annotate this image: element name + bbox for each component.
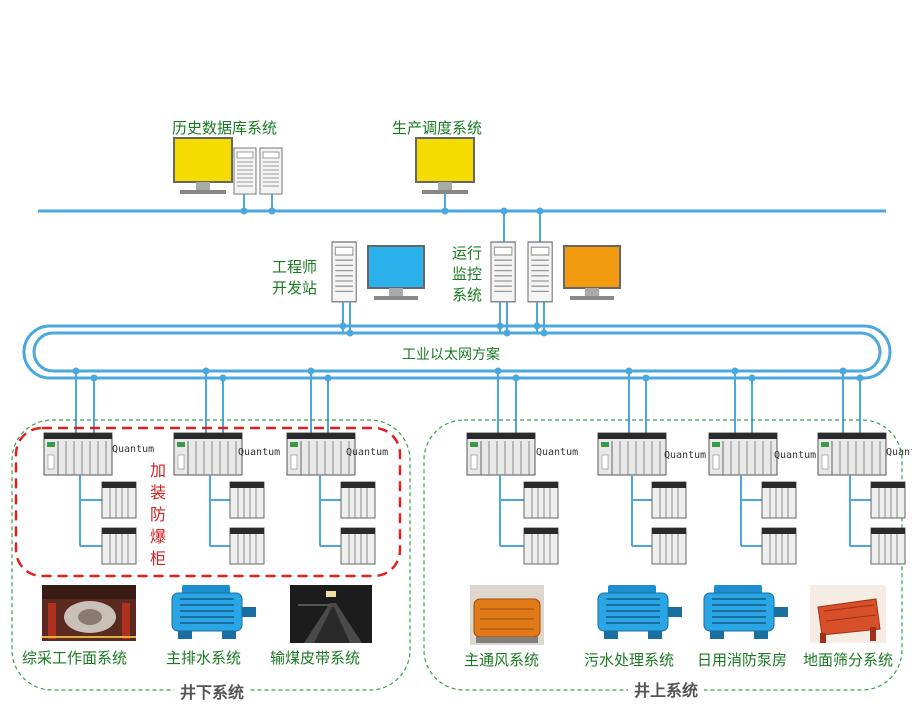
plc-label: Quantum [886, 447, 912, 458]
sewage-pump-motor [597, 584, 683, 640]
plc-label: Quantum [112, 444, 155, 455]
operation-monitor [563, 245, 621, 300]
plc-label: Quantum [238, 447, 281, 458]
plc-group-4 [466, 432, 559, 565]
coal-belt-label: 输煤皮带系统 [270, 649, 361, 667]
ring-label: 工业以太网方案 [402, 347, 500, 363]
drainage-pump-motor [171, 584, 257, 640]
production-dispatch-label: 生产调度系统 [392, 119, 483, 137]
plc-group-6 [708, 432, 797, 565]
history-server-2 [259, 147, 283, 195]
plc-label: Quantum [664, 450, 707, 461]
plc-group-3 [286, 432, 376, 565]
operation-server-2 [527, 241, 553, 303]
engineer-monitor [367, 245, 425, 300]
ventilation-fan-photo [470, 585, 544, 645]
history-db-label: 历史数据库系统 [172, 119, 278, 137]
underground-region-label: 井下系统 [174, 679, 251, 703]
ground-screening-label: 地面筛分系统 [803, 651, 894, 669]
plc-group-1 [43, 432, 137, 565]
fire-pump-house-label: 日用消防泵房 [697, 651, 788, 669]
history-monitor [173, 137, 233, 194]
ethernet-ring-outer [22, 324, 892, 380]
operation-station-label: 运行 监控 系统 [452, 244, 483, 304]
coal-belt-photo [290, 585, 372, 643]
plc-label: Quantum [346, 447, 389, 458]
mining-face-photo [42, 585, 136, 641]
dispatch-monitor [415, 137, 475, 194]
history-server-1 [233, 147, 257, 195]
explosion-cabinet-label: 加装防爆柜 [150, 461, 167, 568]
screening-machine-photo [810, 585, 886, 643]
plc-group-2 [173, 432, 265, 565]
surface-region-label: 井上系统 [628, 677, 705, 701]
plc-group-5 [597, 432, 687, 565]
plc-label: Quantum [536, 447, 579, 458]
explosion-proof-cabinet [14, 426, 402, 578]
plc-label: Quantum [774, 450, 817, 461]
engineer-station-label: 工程师 开发站 [272, 258, 318, 297]
sewage-treatment-label: 污水处理系统 [584, 651, 675, 669]
main-ventilation-label: 主通风系统 [464, 651, 540, 669]
engineer-server [331, 241, 357, 303]
fully-mechanized-face-label: 综采工作面系统 [22, 649, 128, 667]
operation-server-1 [490, 241, 516, 303]
fire-pump-motor [703, 584, 789, 640]
main-drainage-label: 主排水系统 [166, 649, 242, 667]
ethernet-ring-inner [32, 331, 882, 373]
plc-group-7 [817, 432, 906, 565]
